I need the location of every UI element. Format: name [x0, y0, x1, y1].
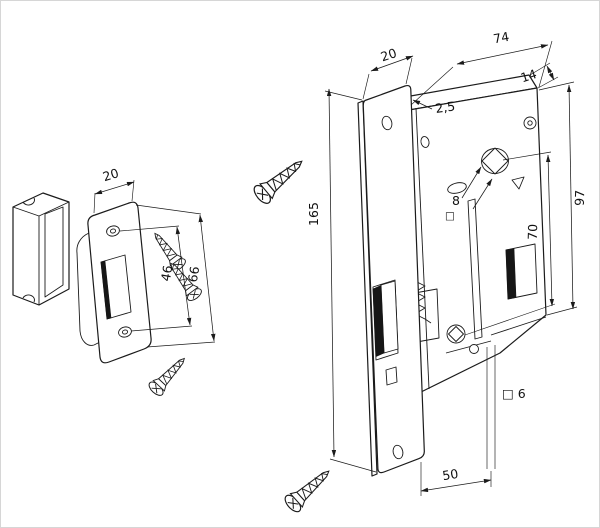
- lever-bar: [467, 198, 483, 340]
- dim-case-top: 14: [519, 66, 539, 85]
- case-triangle-mark: [511, 176, 525, 190]
- dim-strike-length: 66: [185, 265, 203, 283]
- latch-bolt: [372, 279, 399, 361]
- case-rivet-bottom: [469, 344, 479, 354]
- case-rivet: [523, 116, 537, 130]
- faceplate-screw-hole-bottom: [392, 444, 404, 460]
- spindle-follower: [481, 147, 509, 175]
- strike-screw-hole-bottom: [118, 326, 132, 338]
- screw-lock-bottom: [281, 463, 337, 515]
- dim-backset: 50: [441, 466, 459, 483]
- dimensions: 74 20 14 2,5 165 97 70 8 □ □ 6: [93, 29, 588, 496]
- strike-screw-hole-top: [106, 225, 120, 237]
- screw-lock-top: [250, 152, 310, 207]
- screw-strike-3: [146, 352, 192, 399]
- dim-spindle-square-symbol: □: [445, 210, 455, 222]
- faceplate: [357, 84, 425, 477]
- dim-spindle-8: 8: [452, 193, 460, 208]
- case-slot: [447, 182, 467, 194]
- strike-latch-cutout: [100, 254, 132, 320]
- case-hole-top-left: [420, 136, 430, 148]
- dim-strike-width: 20: [101, 165, 121, 184]
- spindle-axis-lines: [486, 345, 496, 469]
- strike-dust-box: [12, 192, 70, 306]
- dim-strike-holes: 46: [158, 264, 176, 282]
- wc-follower: [446, 324, 466, 344]
- faceplate-small-hole: [385, 366, 398, 386]
- dim-body-width: 74: [492, 29, 510, 47]
- dim-case-height: 97: [572, 190, 588, 206]
- faceplate-screw-hole-top: [381, 115, 393, 131]
- strike-plate: [76, 201, 152, 364]
- dim-follower-spacing: 70: [525, 224, 541, 240]
- lock-wedge: [505, 243, 538, 300]
- dim-faceplate-thickness: 2,5: [434, 98, 456, 116]
- dim-faceplate-length: 165: [306, 202, 321, 226]
- dim-faceplate-width: 20: [379, 45, 399, 64]
- dim-bottom-square: □ 6: [502, 386, 526, 401]
- lock-case: [397, 74, 547, 469]
